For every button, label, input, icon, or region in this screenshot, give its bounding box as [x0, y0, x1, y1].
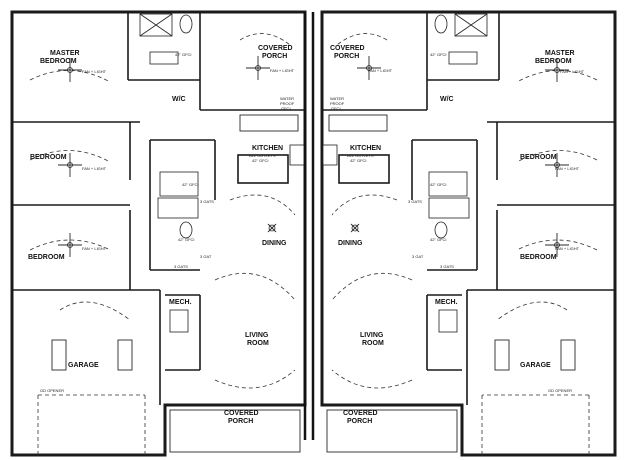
gats-note: 3 GATS — [174, 264, 188, 269]
room-label: LIVING — [245, 332, 269, 339]
wp-note: GFCI — [331, 106, 341, 111]
gats-note: 3 GATS — [200, 199, 214, 204]
right-unit-labels: MASTER BEDROOM FAN + LIGHT COVERED PORCH… — [330, 45, 585, 425]
fan-note: FAN + LIGHT — [555, 246, 580, 251]
circuit — [214, 273, 296, 301]
room-label: GARAGE — [520, 362, 551, 369]
gdo-note: GD OPENER — [548, 388, 572, 393]
room-label: ROOM — [362, 340, 384, 347]
toilet — [179, 221, 193, 239]
room-label: PORCH — [334, 53, 359, 60]
wp-note: WATER — [330, 96, 344, 101]
room-label: COVERED — [330, 45, 365, 52]
gfci-note: 42" GFCI — [175, 52, 192, 57]
room-label: MASTER — [50, 50, 80, 57]
fan-note: FAN + LIGHT — [82, 69, 107, 74]
right-unit-walls — [320, 10, 617, 457]
gats-note: 3 GAT — [412, 254, 424, 259]
wp-note: GFCI — [281, 106, 291, 111]
gfci-note: 42" GFCI — [430, 237, 447, 242]
light-fixture-icon — [267, 223, 277, 233]
ceiling-fan-icon — [58, 153, 82, 177]
room-label: BEDROOM — [535, 58, 572, 65]
kitchen-note: 42" GFCI — [350, 158, 367, 163]
gats-note: 3 GAT — [200, 254, 212, 259]
circuit — [239, 33, 291, 46]
room-label: COVERED — [224, 410, 259, 417]
kitchen-counter — [239, 114, 299, 132]
room-label: BEDROOM — [28, 254, 65, 261]
room-label: W/C — [440, 96, 454, 103]
garage-vent — [51, 339, 67, 371]
circuit — [214, 369, 296, 389]
kitchen-note: ALL OUTLETS — [347, 153, 374, 158]
gfci-note: 42" GFCI — [178, 237, 195, 242]
fan-note: FAN + LIGHT — [82, 246, 107, 251]
gfci-note: 42" GFCI — [430, 182, 447, 187]
room-label: MASTER — [545, 50, 575, 57]
room-label: KITCHEN — [252, 145, 283, 152]
room-label: DINING — [338, 240, 363, 247]
room-label: PORCH — [262, 53, 287, 60]
wp-note: PROOF — [330, 101, 345, 106]
room-label: GARAGE — [68, 362, 99, 369]
gfci-note: 42" GFCI — [182, 182, 199, 187]
circuit — [29, 239, 111, 251]
room-label: BEDROOM — [520, 254, 557, 261]
garage-vent — [117, 339, 133, 371]
bathtub — [157, 197, 199, 219]
room-label: KITCHEN — [350, 145, 381, 152]
circuit — [29, 150, 111, 163]
kitchen-note: 42" GFCI — [252, 158, 269, 163]
room-label: COVERED — [343, 410, 378, 417]
room-label: MECH. — [435, 299, 458, 306]
water-heater — [169, 309, 189, 333]
circuit — [29, 70, 111, 83]
room-label: LIVING — [360, 332, 384, 339]
fan-note: FAN + LIGHT — [560, 69, 585, 74]
room-label: COVERED — [258, 45, 293, 52]
range — [289, 144, 305, 166]
room-label: BEDROOM — [520, 154, 557, 161]
fan-note: FAN + LIGHT — [368, 68, 393, 73]
room-label: W/C — [172, 96, 186, 103]
shower-mark — [139, 13, 173, 37]
kitchen-island — [237, 154, 289, 184]
porch-bottom — [169, 409, 301, 453]
wp-note: PROOF — [280, 101, 295, 106]
room-label: DINING — [262, 240, 287, 247]
toilet — [179, 14, 193, 34]
room-label: MECH. — [169, 299, 192, 306]
room-label: BEDROOM — [30, 154, 67, 161]
gats-note: 3 GATS — [440, 264, 454, 269]
fan-note: FAN + LIGHT — [555, 166, 580, 171]
wp-note: WATER — [280, 96, 294, 101]
left-unit: MASTER BEDROOM FAN + LIGHT COVERED PORCH… — [10, 10, 307, 457]
gdo-note: GD OPENER — [40, 388, 64, 393]
ceiling-fan-icon — [246, 56, 270, 80]
vanity — [149, 51, 179, 65]
bath-vanity — [159, 171, 199, 197]
room-label: ROOM — [247, 340, 269, 347]
fan-note: FAN + LIGHT — [82, 166, 107, 171]
gfci-note: 42" GFCI — [430, 52, 447, 57]
room-label: PORCH — [347, 418, 372, 425]
fan-note: FAN + LIGHT — [270, 68, 295, 73]
ceiling-fan-icon — [58, 58, 82, 82]
room-label: BEDROOM — [40, 58, 77, 65]
circuit — [59, 301, 131, 321]
room-label: PORCH — [228, 418, 253, 425]
ceiling-fan-icon — [58, 233, 82, 257]
kitchen-note: ALL OUTLETS — [249, 153, 276, 158]
gats-note: 3 GATS — [408, 199, 422, 204]
circuit — [229, 194, 296, 216]
